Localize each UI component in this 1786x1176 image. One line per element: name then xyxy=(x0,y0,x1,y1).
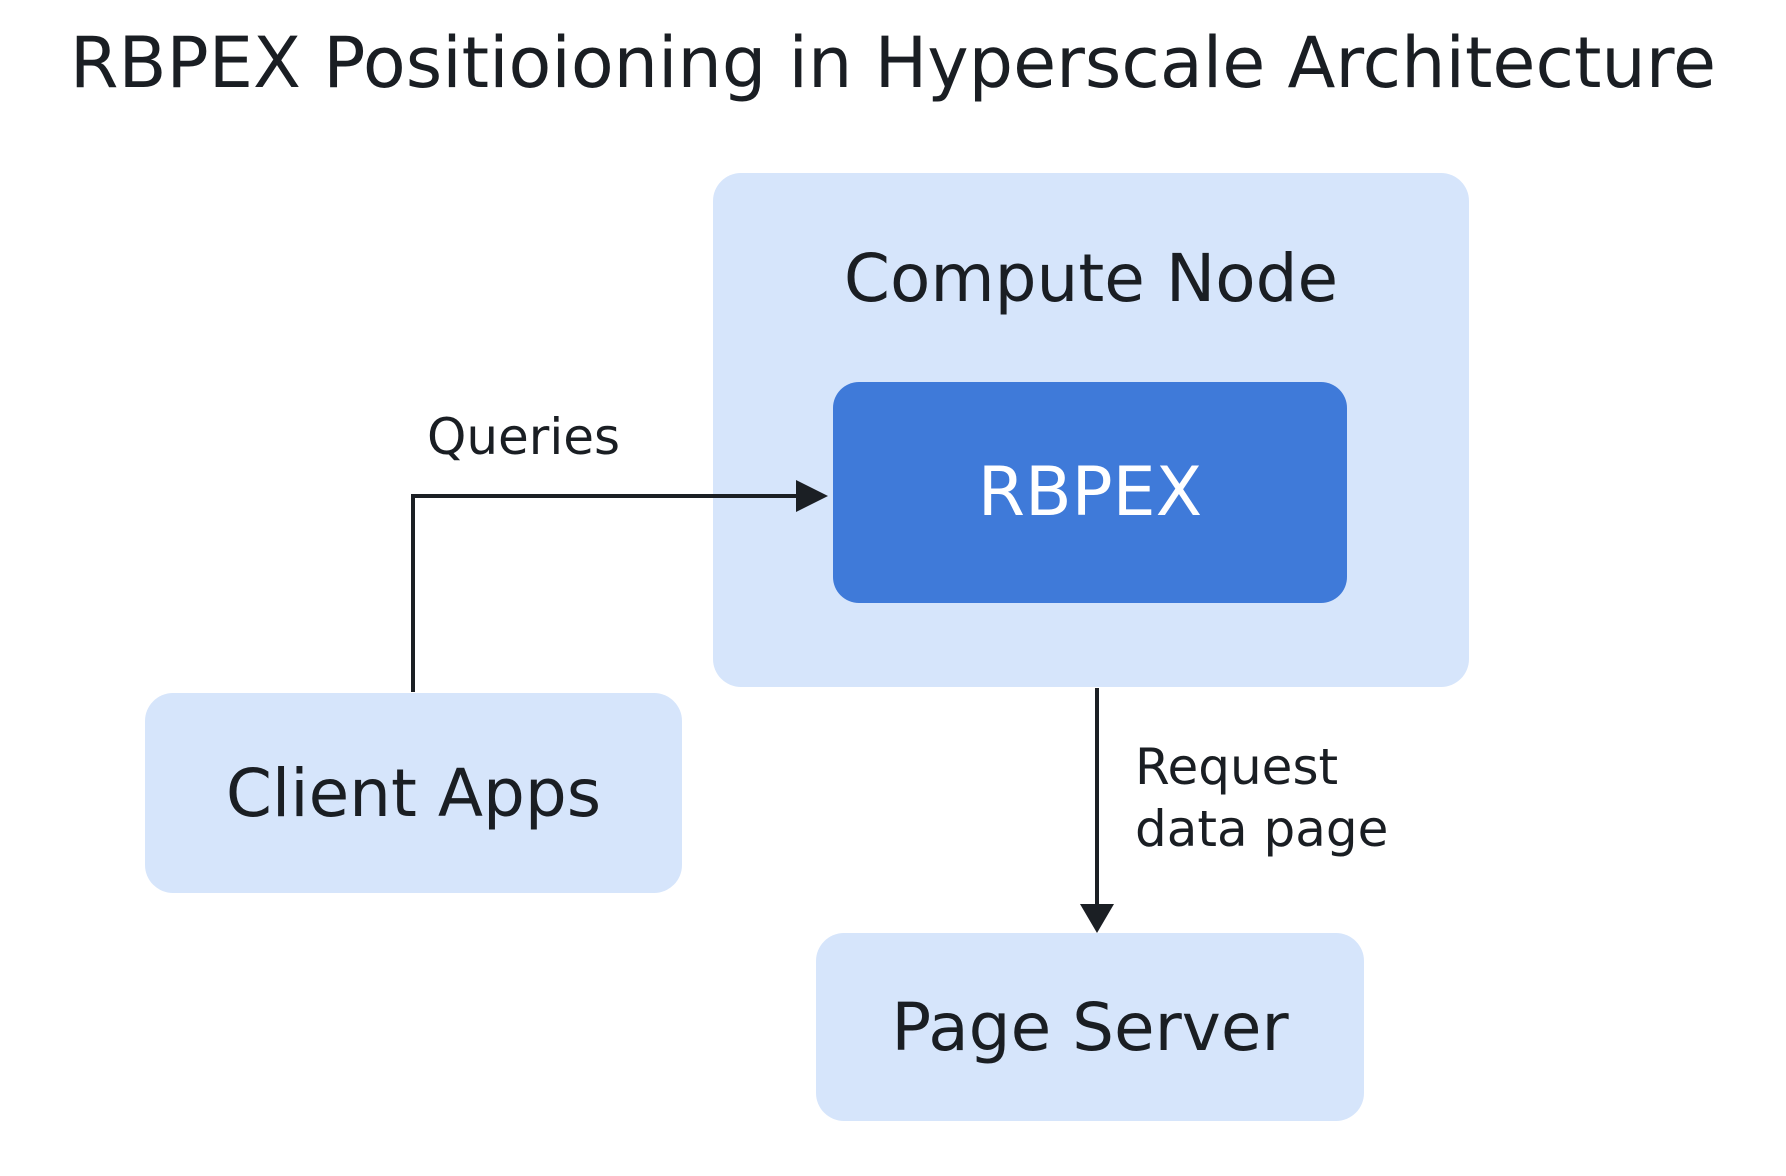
queries-label: Queries xyxy=(427,408,621,466)
rbpex-label: RBPEX xyxy=(977,453,1203,532)
page-server-label: Page Server xyxy=(891,988,1289,1066)
page-server-box: Page Server xyxy=(816,933,1364,1121)
compute-node-label: Compute Node xyxy=(843,240,1339,317)
request-data-page-label: Request data page xyxy=(1135,736,1388,860)
request-label-line-2: data page xyxy=(1135,800,1389,858)
request-arrowhead-icon xyxy=(1080,904,1114,933)
diagram-title: RBPEX Positioioning in Hyperscale Archit… xyxy=(69,22,1717,104)
client-apps-box: Client Apps xyxy=(145,693,682,893)
rbpex-box: RBPEX xyxy=(833,382,1347,603)
client-apps-label: Client Apps xyxy=(225,754,602,832)
request-label-line-1: Request xyxy=(1135,738,1339,796)
